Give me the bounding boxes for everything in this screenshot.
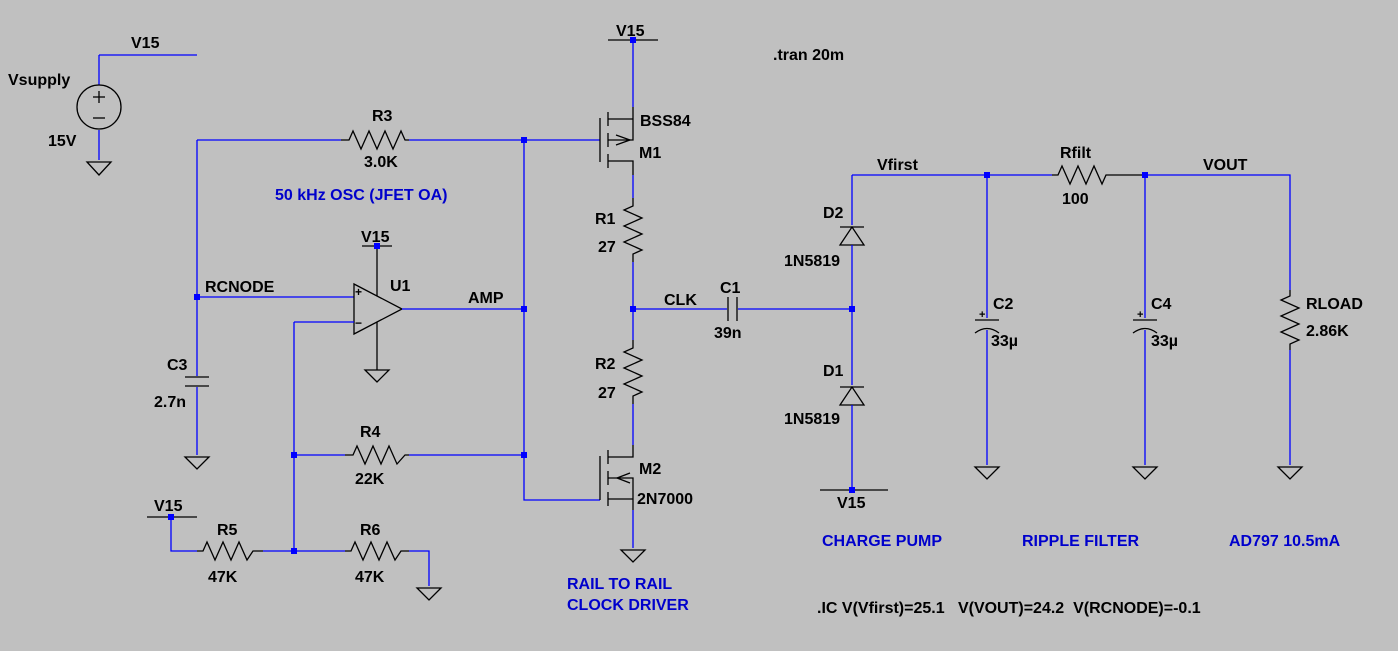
m1-v15-label: V15 bbox=[616, 23, 645, 40]
vsupply-name: Vsupply bbox=[8, 72, 70, 89]
d2-model: 1N5819 bbox=[784, 253, 840, 270]
d1-name: D1 bbox=[823, 363, 844, 380]
vsupply-value: 15V bbox=[48, 133, 77, 150]
rcnode-net-label: RCNODE bbox=[205, 279, 275, 296]
r1-value: 27 bbox=[598, 239, 616, 256]
u1-name: U1 bbox=[390, 278, 411, 295]
c1-value: 39n bbox=[714, 325, 742, 342]
c3-value: 2.7n bbox=[154, 394, 186, 411]
c3-ground bbox=[183, 456, 211, 470]
r3-name: R3 bbox=[372, 108, 393, 125]
c4-capacitor[interactable] bbox=[1132, 319, 1158, 334]
c2-plus-sign: + bbox=[979, 309, 985, 321]
c2-name: C2 bbox=[993, 296, 1014, 313]
amp-net-label: AMP bbox=[468, 290, 504, 307]
c1-capacitor[interactable] bbox=[727, 297, 738, 321]
vsupply-net-label: V15 bbox=[131, 35, 160, 52]
m1-model: BSS84 bbox=[640, 113, 691, 130]
rfilt-value: 100 bbox=[1062, 191, 1089, 208]
c4-value: 33µ bbox=[1151, 333, 1178, 350]
rfilt-resistor[interactable] bbox=[1052, 164, 1145, 186]
c3-capacitor[interactable] bbox=[185, 376, 209, 387]
osc-comment: 50 kHz OSC (JFET OA) bbox=[275, 187, 447, 204]
vout-net-label: VOUT bbox=[1203, 157, 1248, 174]
r4-resistor[interactable] bbox=[345, 444, 409, 466]
r4-value: 22K bbox=[355, 471, 385, 488]
vfirst-net-label: Vfirst bbox=[877, 157, 919, 174]
m2-name: M2 bbox=[639, 461, 661, 478]
tran-directive: .tran 20m bbox=[773, 47, 844, 64]
c4-name: C4 bbox=[1151, 296, 1172, 313]
c2-capacitor[interactable] bbox=[974, 319, 1000, 334]
rload-resistor[interactable] bbox=[1279, 290, 1301, 350]
clk-net-label: CLK bbox=[664, 292, 697, 309]
d1-diode[interactable] bbox=[838, 385, 866, 406]
r6-ground bbox=[415, 587, 443, 601]
m1-pmos[interactable] bbox=[599, 107, 634, 175]
u1-v15-label: V15 bbox=[361, 229, 390, 246]
c4-plus-sign: + bbox=[1137, 309, 1143, 321]
filter-comment: RIPPLE FILTER bbox=[1022, 533, 1139, 550]
driver-comment-1: RAIL TO RAIL bbox=[567, 576, 672, 593]
load-comment: AD797 10.5mA bbox=[1229, 533, 1341, 550]
u1-minus-sign: − bbox=[355, 316, 362, 330]
c2-ground bbox=[973, 466, 1001, 480]
driver-comment-2: CLOCK DRIVER bbox=[567, 597, 689, 614]
m1-name: M1 bbox=[639, 145, 661, 162]
r5-name: R5 bbox=[217, 522, 238, 539]
pump-comment: CHARGE PUMP bbox=[822, 533, 942, 550]
r2-resistor[interactable] bbox=[622, 340, 644, 404]
u1-ground bbox=[363, 369, 391, 383]
c3-name: C3 bbox=[167, 357, 188, 374]
c1-name: C1 bbox=[720, 280, 741, 297]
m2-nmos[interactable] bbox=[599, 445, 634, 510]
c2-value: 33µ bbox=[991, 333, 1018, 350]
d2-diode[interactable] bbox=[838, 225, 866, 246]
vsupply-source[interactable] bbox=[76, 54, 197, 176]
r6-value: 47K bbox=[355, 569, 385, 586]
rfilt-name: Rfilt bbox=[1060, 145, 1092, 162]
r2-name: R2 bbox=[595, 356, 616, 373]
r3-resistor[interactable] bbox=[341, 129, 409, 151]
rload-ground bbox=[1276, 466, 1304, 480]
u1-plus-sign: + bbox=[355, 285, 362, 299]
ic-directive: .IC V(Vfirst)=25.1 V(VOUT)=24.2 V(RCNODE… bbox=[817, 600, 1201, 617]
m2-model: 2N7000 bbox=[637, 491, 693, 508]
r3-value: 3.0K bbox=[364, 154, 398, 171]
r5-value: 47K bbox=[208, 569, 238, 586]
r2-value: 27 bbox=[598, 385, 616, 402]
junction-dots bbox=[168, 37, 1148, 554]
r1-name: R1 bbox=[595, 211, 616, 228]
r6-resistor[interactable] bbox=[345, 540, 409, 562]
d1-v15-label: V15 bbox=[837, 495, 866, 512]
m2-ground bbox=[619, 549, 647, 563]
r1-resistor[interactable] bbox=[622, 198, 644, 262]
r5-v15-label: V15 bbox=[154, 498, 183, 515]
r6-name: R6 bbox=[360, 522, 381, 539]
r4-name: R4 bbox=[360, 424, 381, 441]
rload-name: RLOAD bbox=[1306, 296, 1363, 313]
r5-resistor[interactable] bbox=[197, 540, 263, 562]
c4-ground bbox=[1131, 466, 1159, 480]
d1-model: 1N5819 bbox=[784, 411, 840, 428]
u1-opamp[interactable] bbox=[353, 246, 404, 370]
rload-value: 2.86K bbox=[1306, 323, 1349, 340]
d2-name: D2 bbox=[823, 205, 844, 222]
